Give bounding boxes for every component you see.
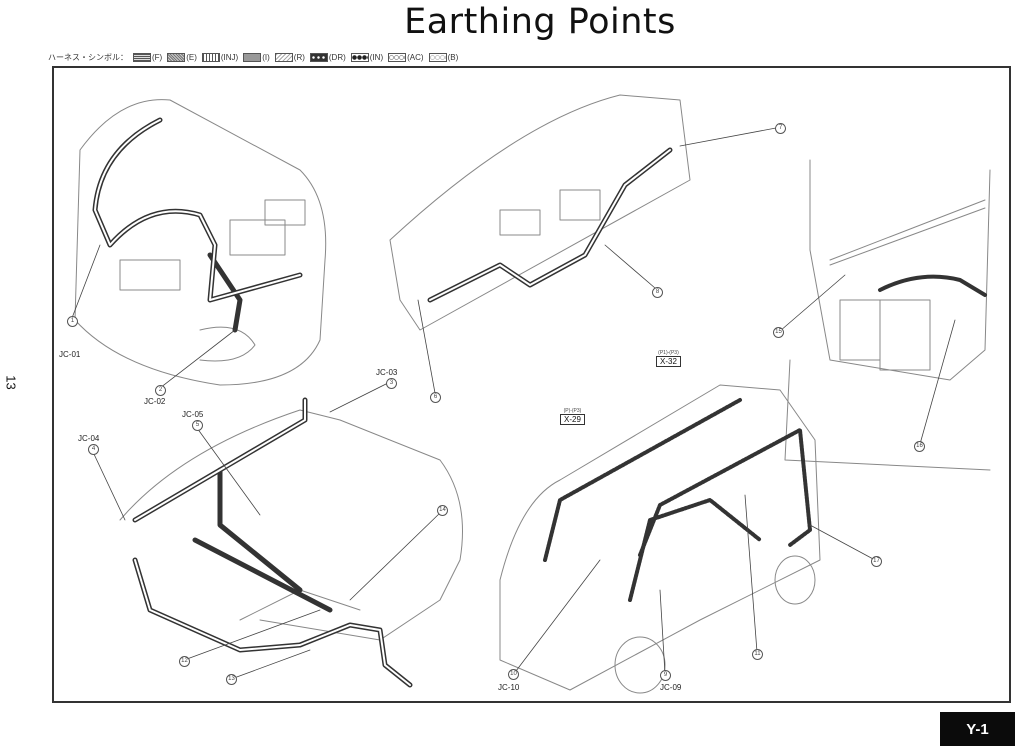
harness-swatch-icon bbox=[133, 53, 151, 63]
junction-label: JC-05 bbox=[182, 410, 204, 419]
callout-12: 12 bbox=[179, 656, 190, 667]
legend-item: (AC) bbox=[388, 53, 424, 63]
harness-swatch-icon bbox=[274, 53, 293, 63]
floor-harness bbox=[132, 397, 413, 688]
legend-item: (IN) bbox=[350, 53, 383, 63]
dashboard-harness bbox=[427, 147, 673, 303]
callout-1: 1 bbox=[67, 316, 78, 327]
harness-swatch-icon bbox=[243, 53, 262, 63]
junction-label: JC-10 bbox=[498, 683, 520, 692]
legend-item: (INJ) bbox=[201, 53, 238, 63]
connector-x32: (P1)-(P3) X-32 bbox=[656, 350, 681, 367]
connector-pins: (P1)-(P3) bbox=[658, 350, 679, 356]
callout-16: 16 bbox=[914, 441, 925, 452]
junction-label: JC-04 bbox=[78, 434, 100, 443]
legend-label: ハーネス・シンボル： bbox=[48, 53, 128, 62]
body-harness bbox=[543, 398, 812, 602]
callout-3: 3 bbox=[386, 378, 397, 389]
callout-5: 5 bbox=[192, 420, 203, 431]
engine-compartment-drawing bbox=[74, 99, 327, 386]
page-badge: Y-1 bbox=[940, 712, 1015, 746]
harness-swatch-icon bbox=[350, 53, 369, 63]
callout-11: 11 bbox=[752, 649, 763, 660]
rear-compartment-drawing bbox=[784, 159, 991, 471]
legend-item: (F) bbox=[133, 53, 162, 63]
legend-item: (B) bbox=[428, 53, 458, 63]
junction-label: JC-02 bbox=[144, 397, 166, 406]
page-number: 13 bbox=[3, 375, 19, 390]
callout-9: 9 bbox=[660, 670, 671, 681]
junction-label: JC-09 bbox=[660, 683, 682, 692]
diagram-frame bbox=[52, 66, 1011, 703]
connector-code: X-29 bbox=[560, 414, 585, 425]
callout-17: 17 bbox=[871, 556, 882, 567]
legend-item: (E) bbox=[167, 53, 197, 63]
junction-label: JC-01 bbox=[59, 350, 81, 359]
callout-2: 2 bbox=[155, 385, 166, 396]
callout-14: 14 bbox=[437, 505, 448, 516]
callout-6: 6 bbox=[430, 392, 441, 403]
legend-item: (I) bbox=[243, 53, 270, 63]
harness-symbol-legend: ハーネス・シンボル： (F) (E) (INJ) (I) (R) (DR) (I… bbox=[48, 52, 458, 63]
harness-swatch-icon bbox=[388, 53, 407, 63]
connector-code: X-32 bbox=[656, 356, 681, 367]
instrument-panel-drawing bbox=[389, 94, 691, 331]
callout-7: 7 bbox=[775, 123, 786, 134]
callout-4: 4 bbox=[88, 444, 99, 455]
callout-13: 13 bbox=[226, 674, 237, 685]
harness-swatch-icon bbox=[167, 53, 186, 63]
floor-drawing bbox=[119, 409, 463, 641]
harness-swatch-icon bbox=[201, 53, 220, 63]
legend-item: (R) bbox=[274, 53, 305, 63]
callout-8: 8 bbox=[652, 287, 663, 298]
callout-leader-lines bbox=[71, 127, 956, 679]
callout-10: 10 bbox=[508, 669, 519, 680]
harness-swatch-icon bbox=[309, 53, 328, 63]
junction-label: JC-03 bbox=[376, 368, 398, 377]
connector-pins: (P)-(P3) bbox=[563, 408, 582, 414]
page-title: Earthing Points bbox=[404, 2, 676, 42]
harness-swatch-icon bbox=[428, 53, 447, 63]
van-body-drawing bbox=[499, 384, 821, 694]
callout-15: 15 bbox=[773, 327, 784, 338]
legend-item: (DR) bbox=[309, 53, 346, 63]
connector-x29: (P)-(P3) X-29 bbox=[560, 408, 585, 425]
